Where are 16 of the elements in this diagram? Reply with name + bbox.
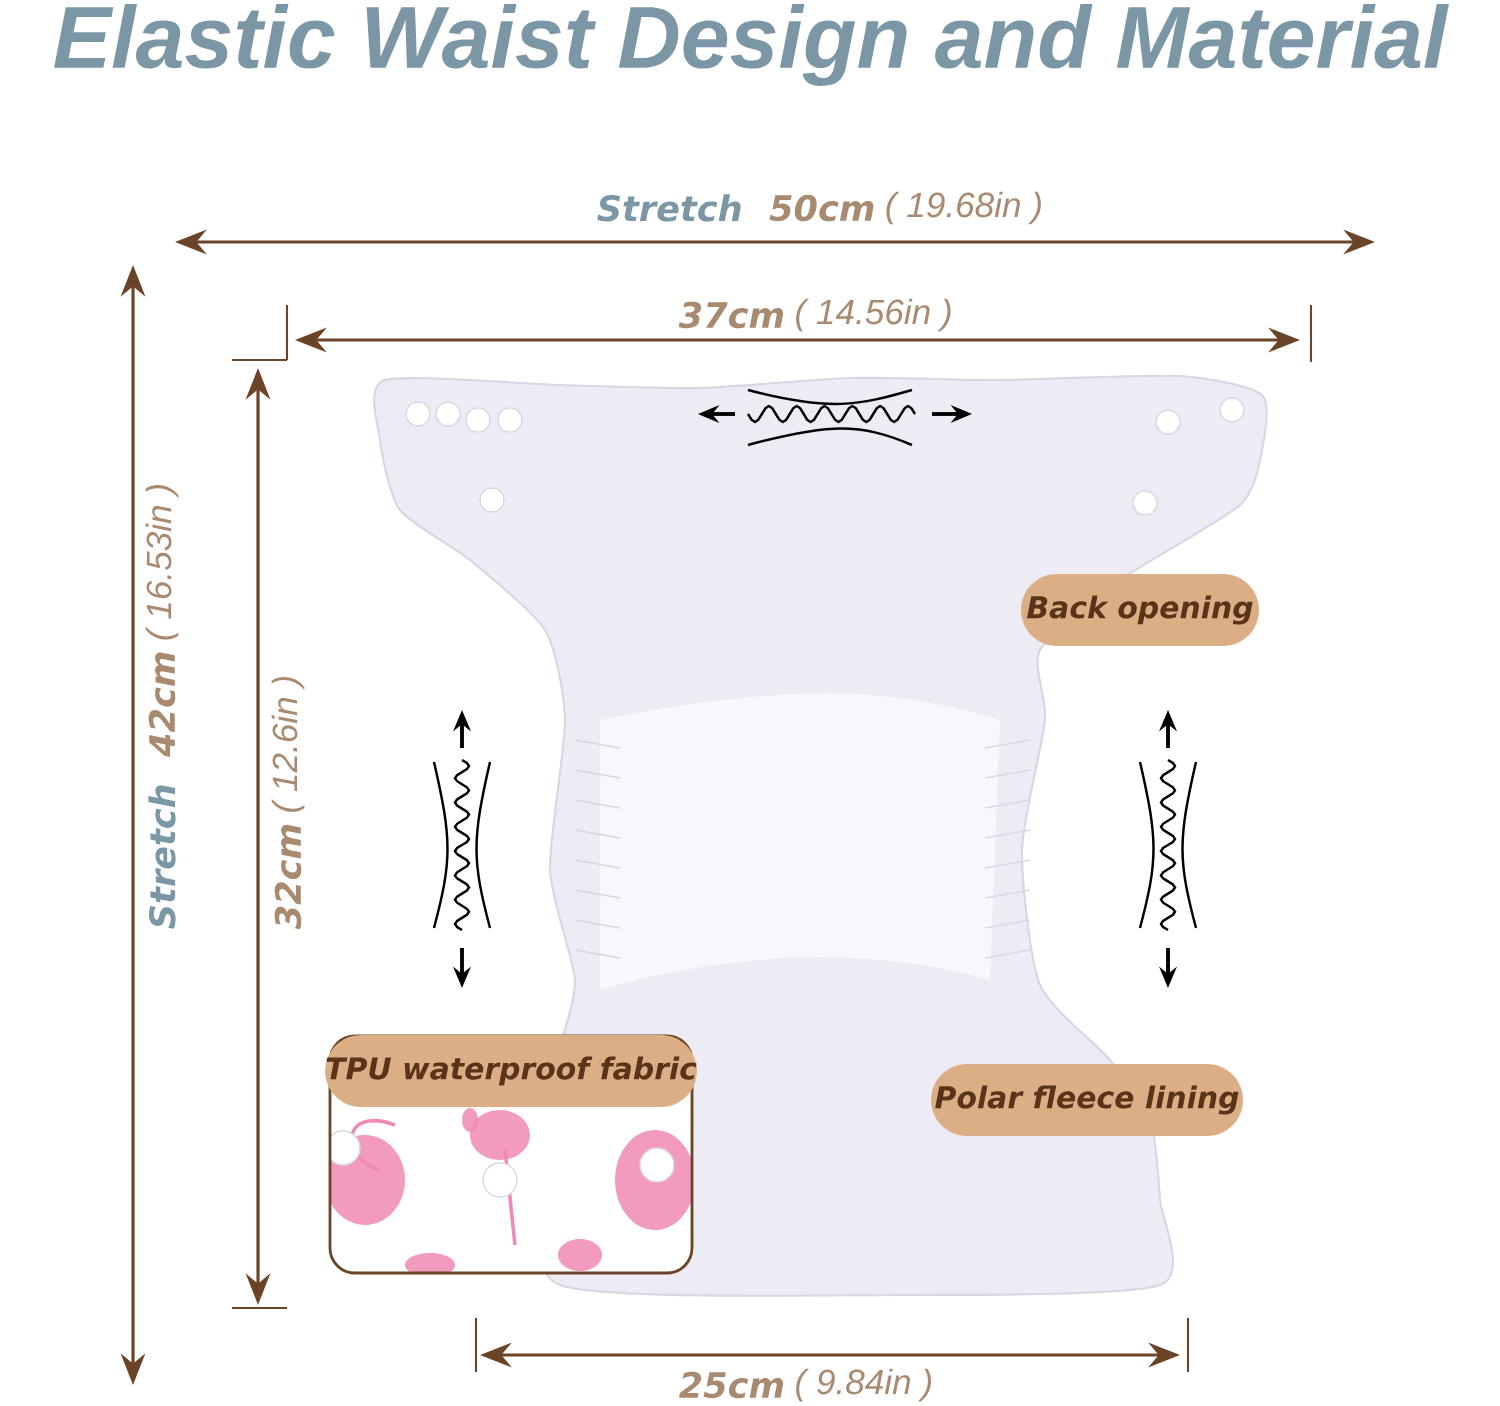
dimension-value: ( 16.53in ) — [145, 485, 179, 640]
dimension-value: 32cm — [274, 824, 302, 930]
dimension-value: 25cm — [679, 1371, 784, 1399]
dimension-value: 42cm — [148, 652, 176, 757]
dimension-value: ( 12.6in ) — [271, 677, 305, 812]
dimension-value: ( 14.56in ) — [796, 298, 951, 332]
dimension-value: 50cm — [769, 194, 874, 222]
label-pill: Polar fleece lining — [931, 1064, 1243, 1136]
label-pill: Back opening — [1021, 574, 1259, 646]
dimension-value: ( 9.84in ) — [796, 1368, 931, 1402]
dimension-value: 37cm — [678, 301, 784, 329]
label-pill: TPU waterproof fabric — [325, 1035, 697, 1107]
stretch-label: Stretch — [148, 785, 176, 929]
dimension-value: ( 19.68in ) — [886, 191, 1041, 225]
title: Elastic Waist Design and Material — [54, 4, 1449, 86]
stretch-label: Stretch — [597, 194, 741, 222]
